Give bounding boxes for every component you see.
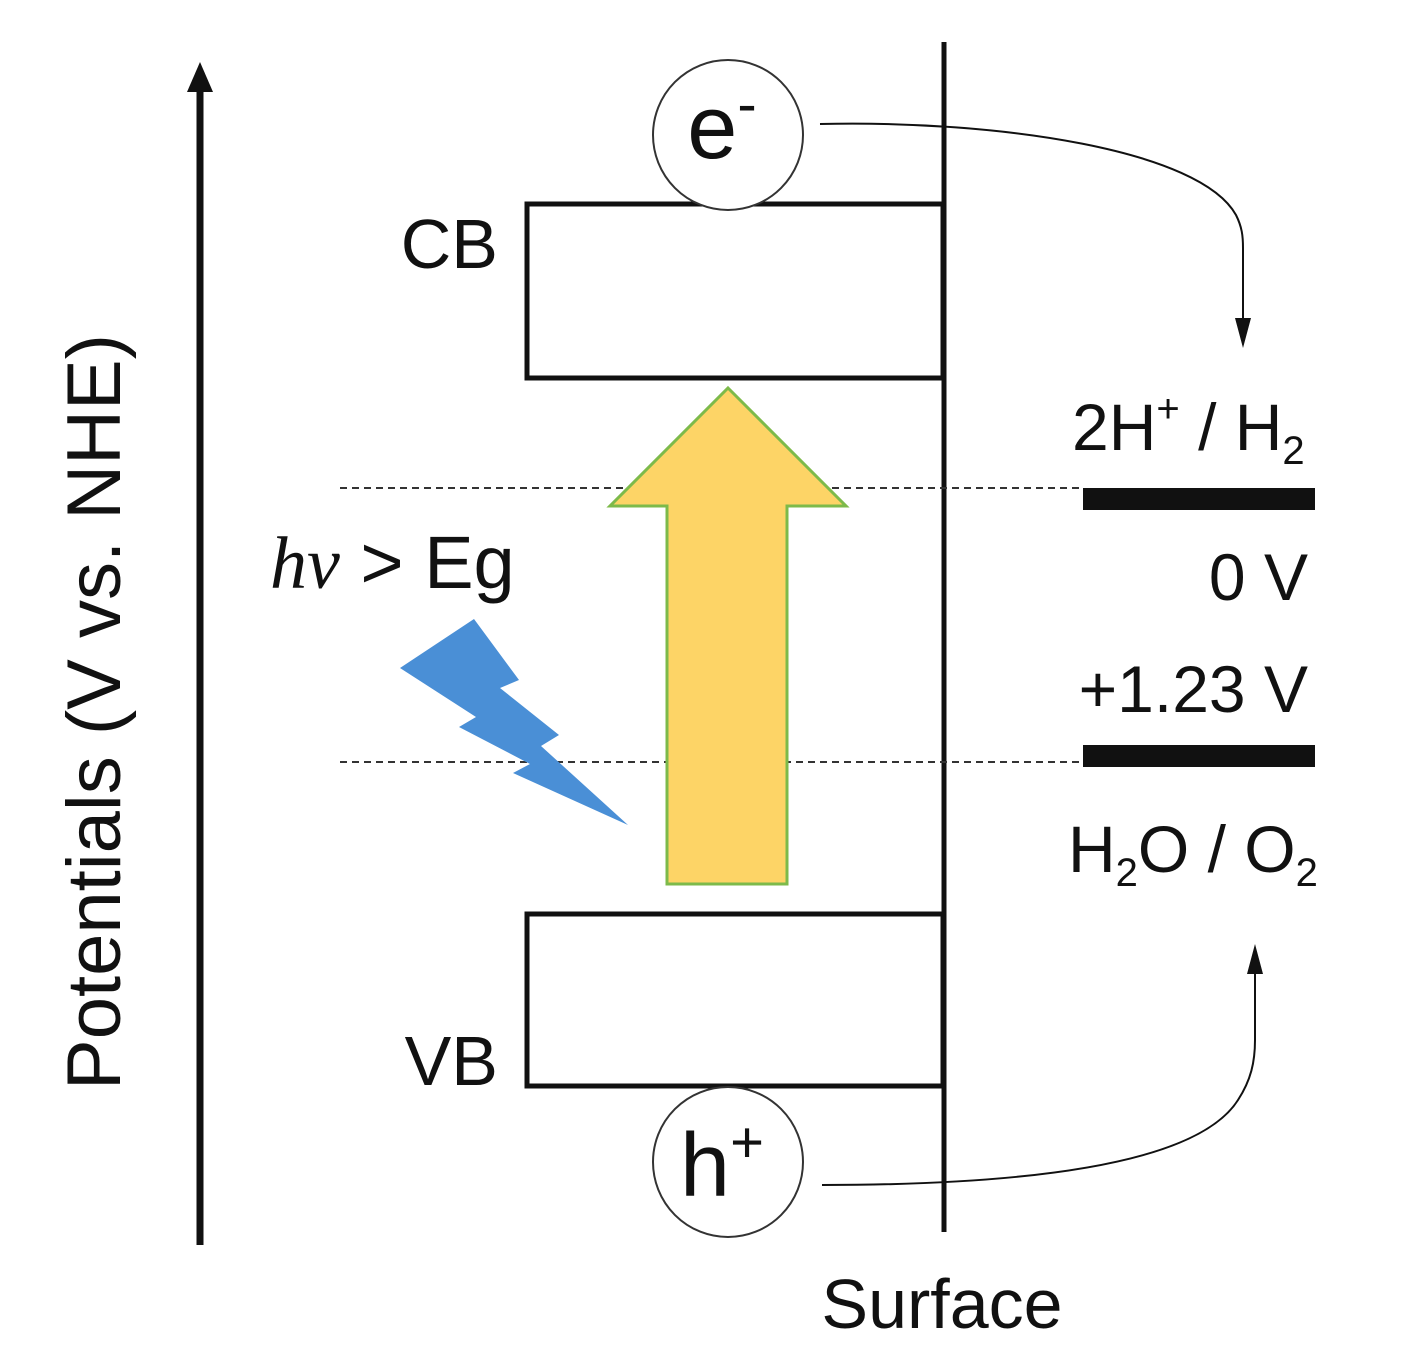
greater-than-eg: > Eg [340, 521, 515, 604]
hole-transfer-arrowhead [1247, 944, 1263, 974]
planck-h: h [270, 523, 307, 605]
electron-transfer-arrow [819, 122, 1244, 326]
hole-circle [652, 1086, 804, 1238]
lightning-icon [400, 619, 628, 825]
o2-potential-label: +1.23 V [1079, 652, 1308, 726]
h2-level-bar [1083, 488, 1315, 510]
excitation-label: hν > Eg [270, 521, 515, 605]
valence-band [524, 911, 946, 1089]
excitation-arrow [606, 385, 850, 886]
cb-label: CB [401, 205, 498, 283]
hole-label: h+ [680, 1110, 764, 1216]
vb-label: VB [405, 1022, 498, 1100]
conduction-band [524, 201, 946, 381]
hole-transfer-arrow [821, 968, 1256, 1186]
axis-label: Potentials (V vs. NHE) [52, 334, 137, 1090]
o2-level-bar [1083, 745, 1315, 767]
h2-couple-label: 2H+ / H2 [1072, 387, 1305, 473]
electron-label: e- [687, 72, 756, 178]
potential-axis-arrowhead [187, 62, 213, 92]
o2-couple-label: H2O / O2 [1068, 812, 1318, 895]
h2-potential-label: 0 V [1209, 540, 1308, 614]
electron-circle [652, 59, 804, 211]
frequency-nu: ν [307, 523, 340, 605]
electron-transfer-arrowhead [1235, 318, 1251, 348]
surface-label: Surface [821, 1265, 1062, 1343]
